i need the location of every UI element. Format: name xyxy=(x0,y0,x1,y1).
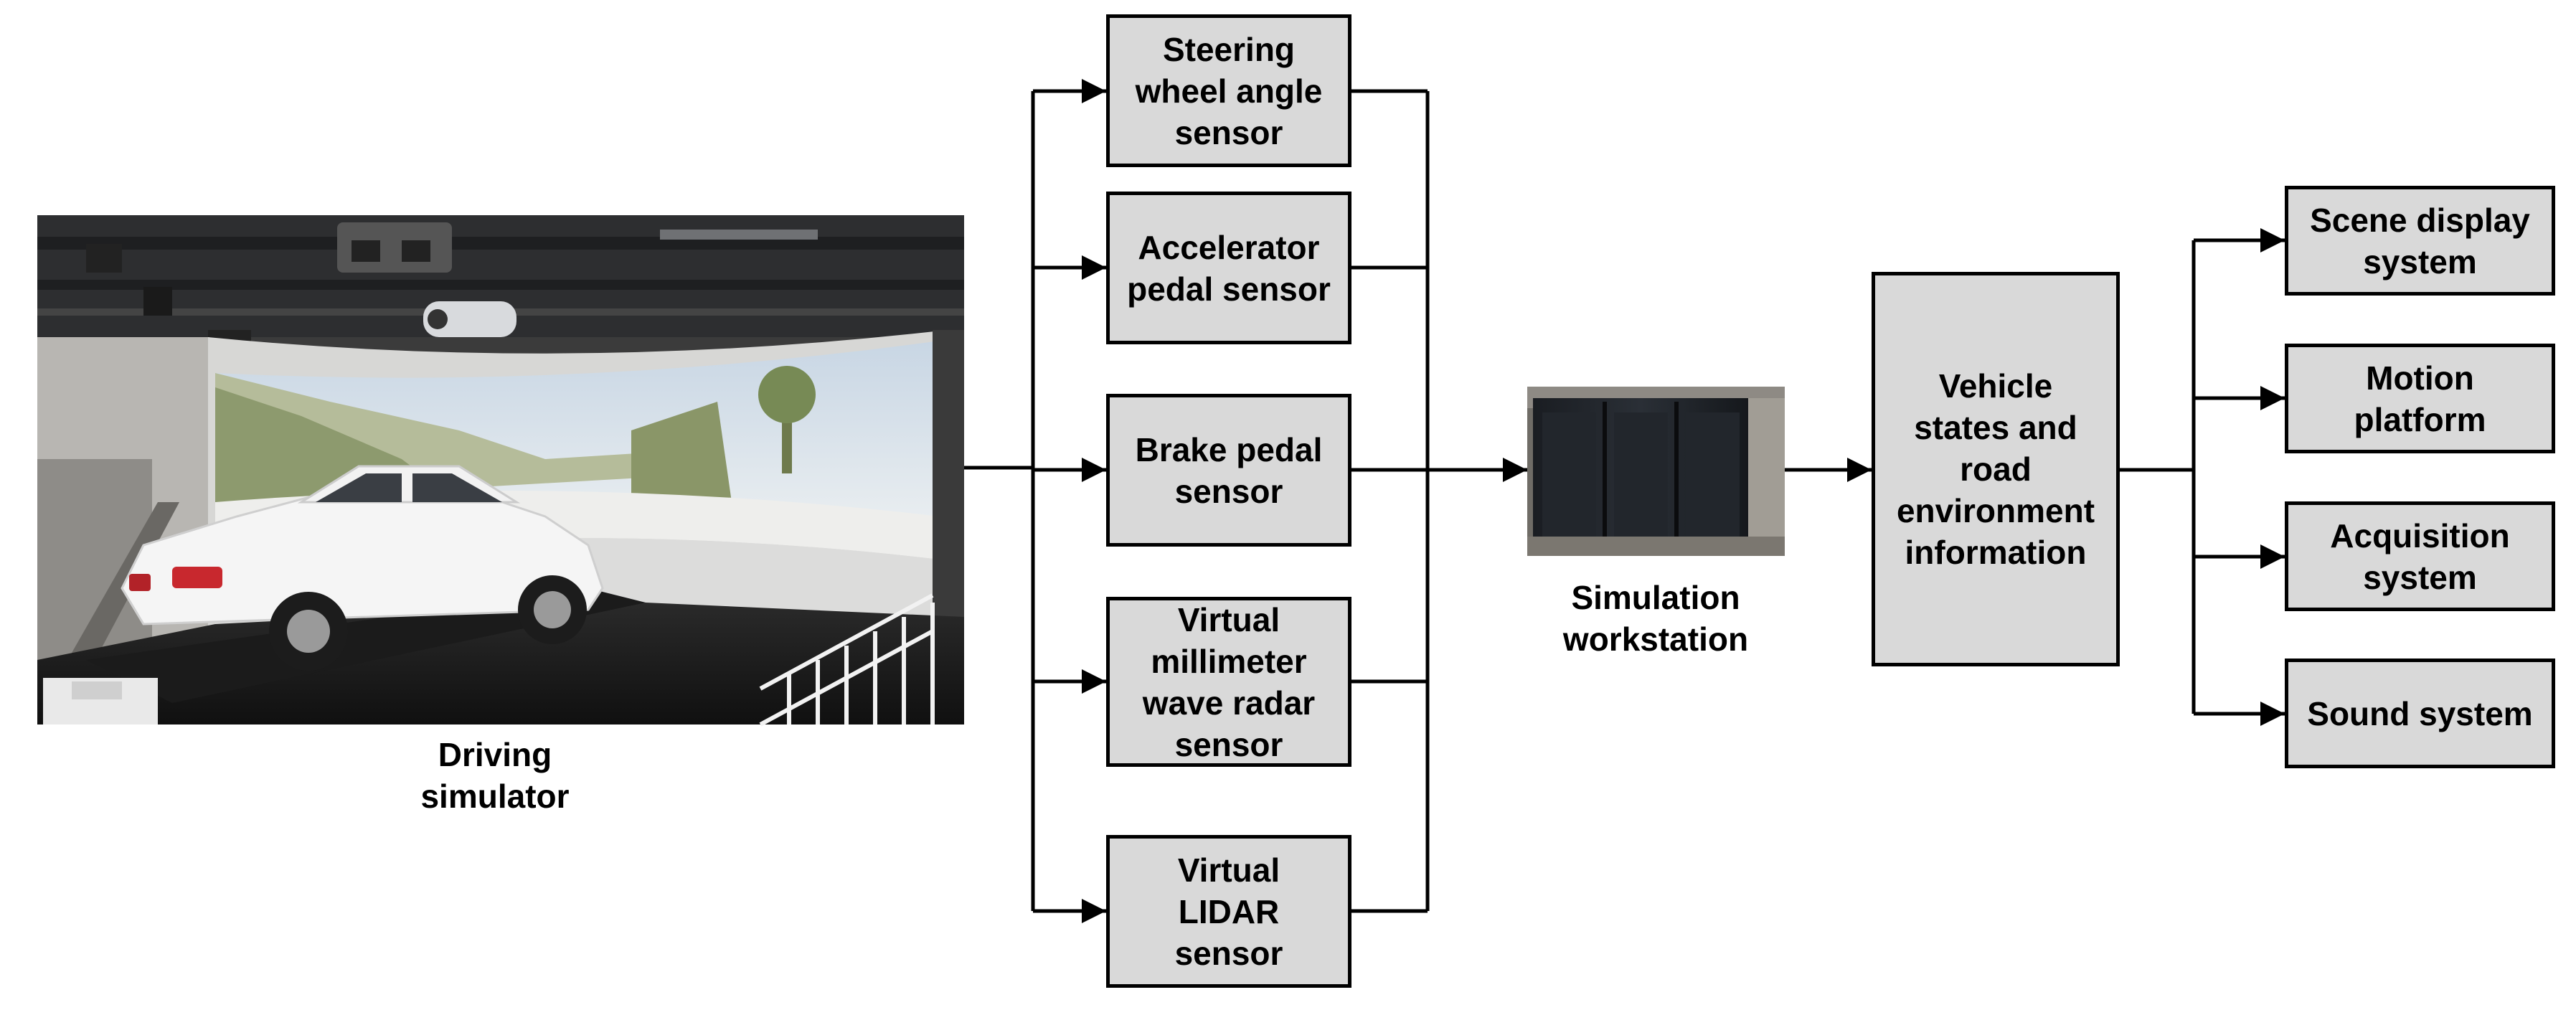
sound-system-box: Sound system xyxy=(2285,659,2555,768)
accelerator-pedal-sensor-box: Accelerator pedal sensor xyxy=(1106,192,1351,344)
brake-pedal-sensor-box: Brake pedal sensor xyxy=(1106,394,1351,547)
car-graphic xyxy=(121,465,604,671)
acquisition-system-box: Acquisition system xyxy=(2285,501,2555,611)
driving-simulator-label: Driving simulator xyxy=(420,736,570,815)
steering-wheel-angle-sensor-box: Steering wheel angle sensor xyxy=(1106,14,1351,167)
scene-display-system-box: Scene display system xyxy=(2285,186,2555,296)
virtual-millimeter-wave-radar-sensor-box: Virtual millimeter wave radar sensor xyxy=(1106,597,1351,767)
connectors xyxy=(964,79,2285,923)
driving-simulator-image xyxy=(37,215,964,727)
virtual-lidar-sensor-box: Virtual LIDAR sensor xyxy=(1106,835,1351,988)
simulation-workstation-image xyxy=(1527,387,1785,556)
simulation-workstation-label: Simulation workstation xyxy=(1562,579,1749,658)
vehicle-states-road-environment-box: Vehicle states and road environment info… xyxy=(1872,272,2120,666)
motion-platform-box: Motion platform xyxy=(2285,344,2555,453)
